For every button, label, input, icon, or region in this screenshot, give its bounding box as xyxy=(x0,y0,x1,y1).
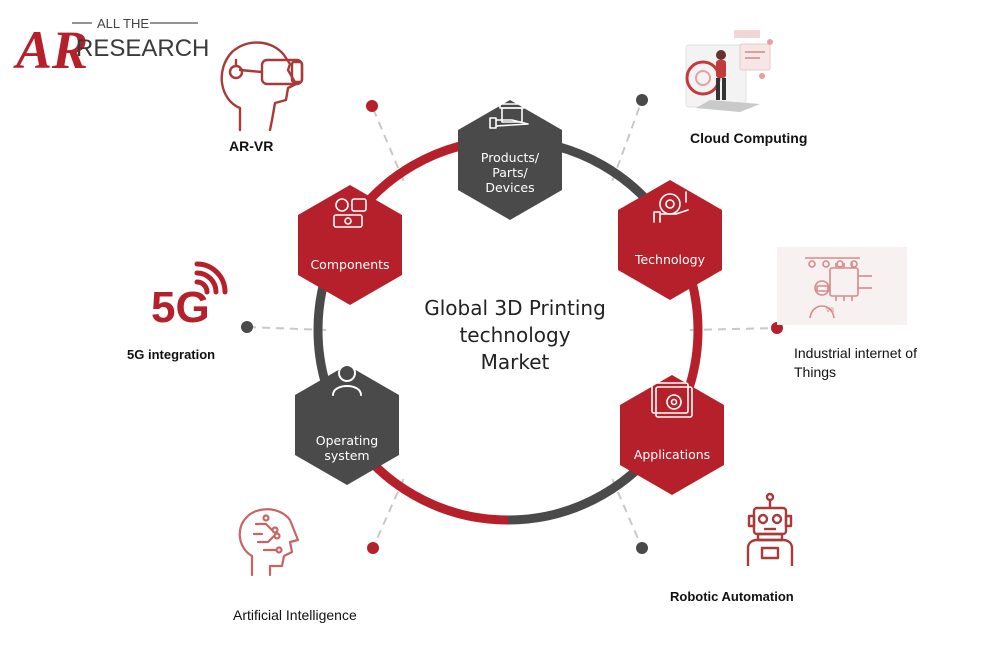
logo-mark: AR xyxy=(13,20,88,80)
connector-cloud xyxy=(611,99,643,182)
center-title-line1: Global 3D Printing xyxy=(424,296,606,320)
gear-hand-icon xyxy=(653,191,689,223)
hexagon-label: Devices xyxy=(485,180,534,195)
trend-labels: AR-VR Cloud Computing Robotic Automation… xyxy=(127,130,807,623)
hexagon-products-parts-devices: Products/Parts/Devices xyxy=(458,100,562,220)
components-icon xyxy=(333,198,367,228)
connector-robotic xyxy=(611,478,643,549)
hexagons: Products/Parts/DevicesTechnologyApplicat… xyxy=(295,100,724,495)
center-title-line2: technology xyxy=(459,323,570,347)
hexagon-label: Applications xyxy=(634,447,710,462)
hexagon-label: Operating xyxy=(316,433,379,448)
svg-text:VR: VR xyxy=(826,307,834,314)
person-icon xyxy=(332,364,362,396)
robot-icon xyxy=(746,492,794,566)
gear-window-icon xyxy=(651,382,693,418)
cloud-computing-icon xyxy=(685,30,773,112)
connector-ar-vr-dot xyxy=(366,100,378,112)
hexagon-label: Parts/ xyxy=(492,165,528,180)
trend-label-robotic-automation: Robotic Automation xyxy=(670,589,794,604)
hexagon-shape xyxy=(295,365,399,485)
hexagon-label: Products/ xyxy=(481,150,540,165)
logo: AR ALL THE RESEARCH xyxy=(13,16,209,80)
logo-line2: RESEARCH xyxy=(76,35,209,62)
vr-headset-icon xyxy=(220,41,304,132)
center-title-line3: Market xyxy=(481,350,550,374)
hexagon-shape xyxy=(458,100,562,220)
ai-head-icon xyxy=(238,508,300,577)
trend-label-ai: Artificial Intelligence xyxy=(233,607,357,623)
connector-iiot xyxy=(689,327,778,331)
trend-icons: VR 5G xyxy=(151,30,907,577)
5g-icon: 5G xyxy=(151,261,228,332)
center-title: Global 3D Printing technology Market xyxy=(424,296,606,374)
hexagon-shape xyxy=(298,185,402,305)
hexagon-label: Technology xyxy=(634,252,706,267)
hexagon-shape xyxy=(620,375,724,495)
connector-5g-dot xyxy=(241,321,253,333)
5g-icon-text: 5G xyxy=(151,283,210,332)
connector-robotic-dot xyxy=(636,542,648,554)
box-hand-icon xyxy=(489,103,529,129)
hexagon-label: system xyxy=(324,448,369,463)
trend-label-iiot: Industrial internet of Things xyxy=(794,345,917,380)
connector-cloud-dot xyxy=(636,94,648,106)
logo-line1: ALL THE xyxy=(97,16,149,31)
hexagon-shape xyxy=(618,180,722,300)
hexagon-label: Components xyxy=(310,257,389,272)
connector-ai xyxy=(372,478,405,549)
iiot-icon: VR xyxy=(777,247,907,325)
connector-ai-dot xyxy=(367,542,379,554)
hexagon-applications: Applications xyxy=(620,375,724,495)
trend-label-cloud-computing: Cloud Computing xyxy=(690,130,807,146)
hexagon-components: Components xyxy=(298,185,402,305)
trend-label-ar-vr: AR-VR xyxy=(229,138,273,154)
hexagon-technology: Technology xyxy=(618,180,722,300)
trend-label-5g: 5G integration xyxy=(127,347,215,362)
